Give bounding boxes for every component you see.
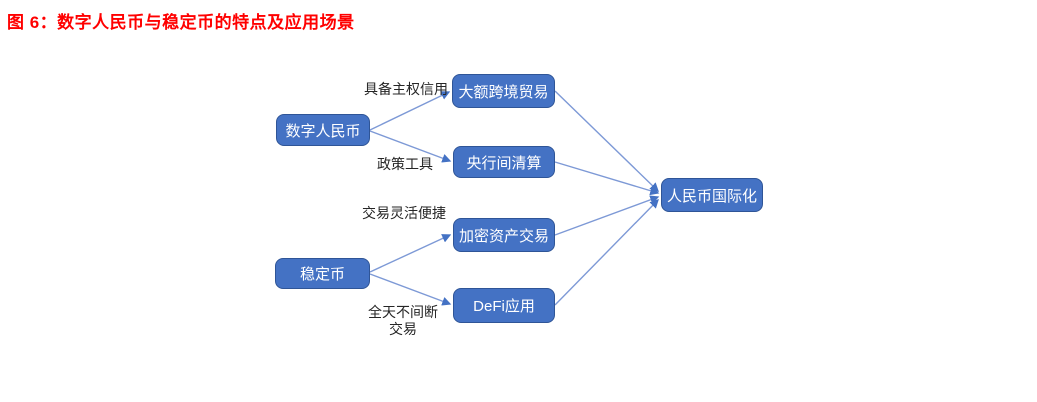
edge-label-round-the-clock-trading: 全天不间断 交易 bbox=[368, 304, 438, 337]
node-crypto-asset-trading: 加密资产交易 bbox=[453, 218, 555, 252]
node-cross-border-trade: 大额跨境贸易 bbox=[452, 74, 555, 108]
edge-defi-application-to-rmb-internationalization bbox=[554, 199, 659, 306]
node-stablecoin: 稳定币 bbox=[275, 258, 370, 289]
node-defi-application: DeFi应用 bbox=[453, 288, 555, 323]
node-rmb-internationalization: 人民币国际化 bbox=[661, 178, 763, 212]
edge-central-bank-clearing-to-rmb-internationalization bbox=[554, 161, 660, 196]
node-central-bank-clearing: 央行间清算 bbox=[453, 146, 555, 178]
figure-title: 图 6：数字人民币与稳定币的特点及应用场景 bbox=[7, 13, 355, 32]
edge-crypto-asset-trading-to-rmb-internationalization bbox=[554, 195, 660, 236]
edge-stablecoin-to-crypto-asset-trading bbox=[369, 234, 452, 273]
edge-label-flexible-trading: 交易灵活便捷 bbox=[362, 205, 446, 221]
edge-digital-rmb-to-cross-border-trade bbox=[369, 91, 451, 131]
edge-label-policy-tool: 政策工具 bbox=[377, 156, 433, 172]
edge-label-sovereign-credit: 具备主权信用 bbox=[364, 81, 448, 97]
connector-lines-layer bbox=[369, 90, 660, 306]
edge-stablecoin-to-defi-application bbox=[369, 273, 452, 306]
edge-digital-rmb-to-central-bank-clearing bbox=[369, 130, 452, 163]
edge-cross-border-trade-to-rmb-internationalization bbox=[554, 90, 659, 192]
flowchart-canvas: 数字人民币 稳定币 大额跨境贸易 央行间清算 加密资产交易 DeFi应用 人民币… bbox=[237, 42, 797, 349]
node-digital-rmb: 数字人民币 bbox=[276, 114, 370, 146]
